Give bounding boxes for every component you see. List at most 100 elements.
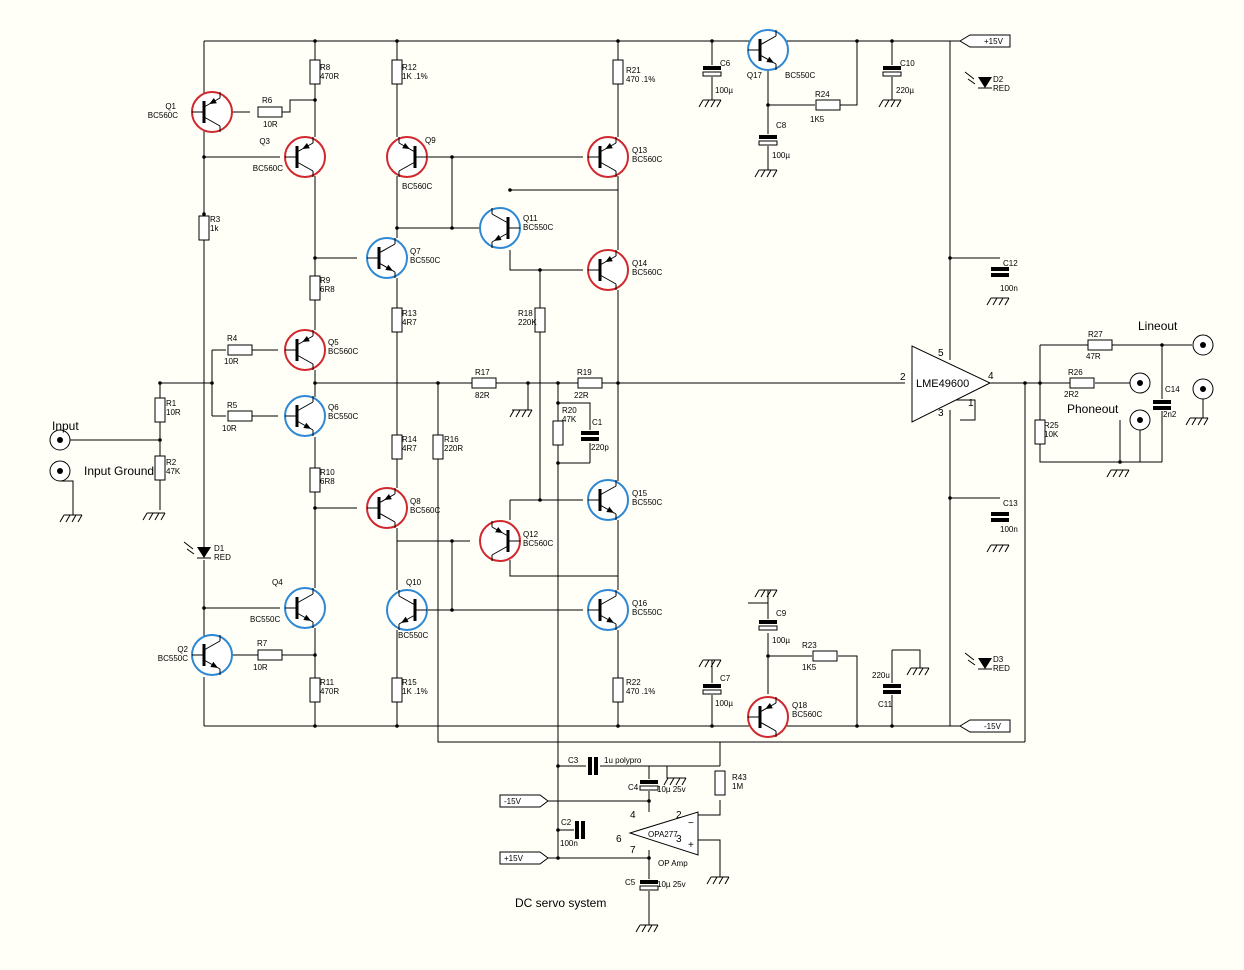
resistor-ref-r26: R26 (1068, 368, 1083, 377)
capacitor-value-c13: 100n (1000, 525, 1018, 534)
parts (49, 29, 1214, 933)
resistor-value-r5: 10R (222, 424, 237, 433)
transistor-part-q1: BC560C (148, 111, 178, 120)
resistor-value-r20: 47K (562, 415, 577, 424)
resistor-value-r3: 1k (210, 224, 219, 233)
capacitor-c9 (758, 619, 778, 631)
resistor-r14 (391, 434, 403, 460)
resistor-value-r25: 10K (1044, 430, 1059, 439)
capacitor-c1 (580, 430, 600, 442)
capacitor-c11 (882, 683, 902, 695)
resistor-r21 (612, 59, 624, 85)
capacitor-c6 (702, 65, 722, 77)
diagram-caption: DC servo system (515, 896, 606, 910)
transistor-q16 (587, 589, 629, 631)
transistor-ref-q3: Q3 (259, 137, 270, 146)
capacitor-ref-c6: C6 (720, 59, 731, 68)
resistor-ref-r18: R18 (518, 309, 533, 318)
resistor-r3 (198, 215, 210, 241)
capacitor-value-c1: 220p (591, 443, 609, 452)
input-ground-label: Input Ground (84, 464, 154, 478)
led-value-d1: RED (214, 553, 231, 562)
transistor-q17 (747, 29, 789, 71)
input-label: Input (52, 419, 79, 433)
transistor-ref-q2: Q2 (177, 645, 188, 654)
resistor-value-r1: 10R (166, 408, 181, 417)
capacitor-value-c6: 100µ (715, 86, 733, 95)
transistor-part-q17: BC550C (785, 71, 815, 80)
transistor-ref-q7: Q7 (410, 247, 421, 256)
resistor-value-r4: 10R (224, 357, 239, 366)
ic-lme49600-pin-4: 4 (988, 371, 994, 382)
ic-opa277-pin-6: 6 (616, 834, 622, 845)
resistor-ref-r6: R6 (262, 96, 273, 105)
transistor-part-q3: BC560C (253, 164, 283, 173)
capacitor-value-c8: 100µ (772, 151, 790, 160)
capacitor-ref-c5: C5 (625, 878, 636, 887)
resistor-ref-r12: R12 (402, 63, 417, 72)
resistor-ref-r19: R19 (577, 368, 592, 377)
ground-symbol (754, 169, 778, 178)
transistor-ref-q6: Q6 (328, 403, 339, 412)
led-value-d3: RED (993, 664, 1010, 673)
capacitor-c8 (758, 134, 778, 146)
transistor-ref-q1: Q1 (165, 102, 176, 111)
ic-lme49600-pin-2: 2 (900, 372, 906, 383)
input-ground-jack (49, 460, 71, 482)
resistor-r1 (154, 397, 166, 423)
resistor-value-r27: 47R (1086, 352, 1101, 361)
resistor-ref-r5: R5 (227, 401, 238, 410)
resistor-r43 (714, 770, 726, 796)
capacitor-c10 (882, 65, 902, 77)
resistor-r12 (391, 59, 403, 85)
capacitor-ref-c12: C12 (1003, 259, 1018, 268)
capacitor-c4 (639, 779, 659, 791)
transistor-q15 (587, 479, 629, 521)
resistor-r25 (1034, 419, 1046, 445)
resistor-value-r16: 220R (444, 444, 463, 453)
rail-pos-flag-label: +15V (984, 37, 1004, 46)
lineout-label: Lineout (1138, 319, 1178, 333)
transistor-part-q14: BC560C (632, 268, 662, 277)
ground-symbol (698, 659, 722, 668)
ic-lme49600-pin-5: 5 (938, 348, 944, 359)
ic-opa277-pin-7: 7 (630, 845, 636, 856)
capacitor-ref-c4: C4 (628, 783, 639, 792)
ic-opa277-minus: − (688, 818, 694, 829)
ic-lme49600-pin-3: 3 (938, 408, 944, 419)
capacitor-value-c11: 220u (872, 671, 890, 680)
resistor-r22 (612, 677, 624, 703)
resistor-ref-r23: R23 (802, 641, 817, 650)
capacitor-c12 (990, 266, 1010, 278)
resistor-ref-r15: R15 (402, 678, 417, 687)
transistor-q12 (479, 520, 521, 562)
resistor-r11 (309, 677, 321, 703)
lineout-ground-jack (1192, 378, 1214, 400)
resistor-ref-r7: R7 (257, 639, 268, 648)
resistor-r20 (552, 420, 564, 446)
ground-symbol (1106, 469, 1130, 478)
ground-symbol (698, 99, 722, 108)
resistor-ref-r14: R14 (402, 435, 417, 444)
transistor-part-q8: BC560C (410, 506, 440, 515)
resistor-value-r26: 2R2 (1064, 390, 1079, 399)
resistor-r16 (432, 434, 444, 460)
transistor-ref-q16: Q16 (632, 599, 648, 608)
transistor-q2 (191, 634, 233, 676)
led-d1 (183, 541, 211, 559)
servo-neg-flag-label: -15V (504, 797, 522, 806)
rail-neg-flag-label: -15V (984, 722, 1002, 731)
rail-neg-flag (959, 719, 1011, 733)
resistor-ref-r9: R9 (320, 276, 331, 285)
resistor-ref-r24: R24 (815, 90, 830, 99)
resistor-ref-r2: R2 (166, 458, 177, 467)
transistor-part-q16: BC550C (632, 608, 662, 617)
resistor-r6 (257, 106, 283, 118)
resistor-r2 (154, 455, 166, 481)
input-jack (49, 429, 71, 451)
capacitor-ref-c11: C11 (878, 700, 893, 709)
resistor-value-r11: 470R (320, 687, 339, 696)
capacitor-ref-c1: C1 (592, 418, 603, 427)
transistor-part-q12: BC560C (523, 539, 553, 548)
transistor-q10 (386, 589, 428, 631)
